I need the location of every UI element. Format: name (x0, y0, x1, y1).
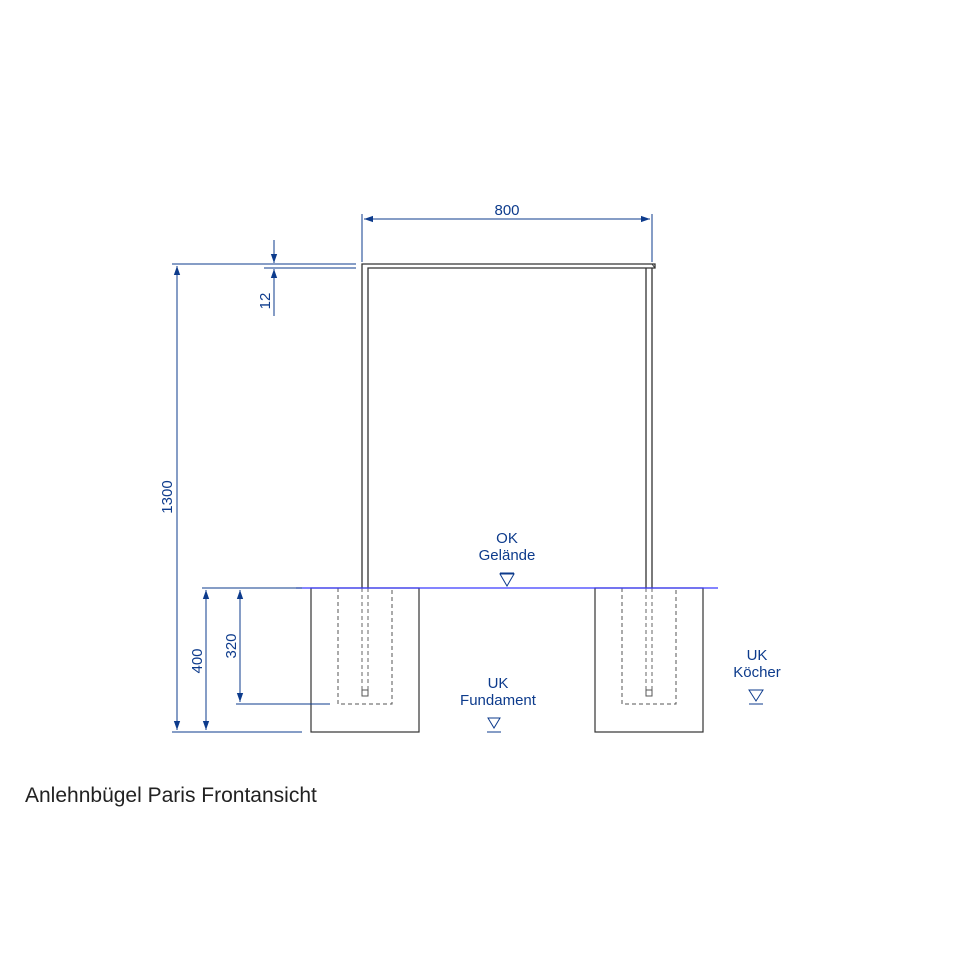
drawing-caption: Anlehnbügel Paris Frontansicht (25, 784, 317, 807)
dimension-width-label: 800 (494, 202, 519, 219)
level-quiver-line1: UK (747, 647, 768, 664)
foundation-left (310, 587, 420, 733)
level-marker-foundation: UK Fundament (460, 675, 537, 733)
dimension-quiver-depth-label: 320 (223, 633, 240, 658)
dimension-total-height: 1300 (159, 263, 352, 733)
level-foundation-line1: UK (488, 675, 509, 692)
level-ground-line1: OK (496, 530, 518, 547)
level-triangle-icon (487, 717, 501, 729)
dimension-total-height-label: 1300 (159, 480, 176, 513)
bike-stand-frame (361, 263, 656, 588)
dimension-foundation-depth: 400 (189, 587, 302, 730)
dimension-tube: 12 (257, 240, 356, 316)
dimension-width: 800 (361, 202, 653, 262)
level-triangle-icon (748, 689, 764, 702)
foundation-right (594, 587, 704, 733)
dimension-foundation-depth-label: 400 (189, 648, 206, 673)
level-marker-quiver: UK Köcher (733, 647, 781, 705)
dimension-tube-label: 12 (257, 293, 274, 310)
level-triangle-icon (499, 573, 515, 587)
level-marker-ground: OK Gelände (479, 530, 536, 587)
level-foundation-line2: Fundament (460, 692, 537, 709)
level-quiver-line2: Köcher (733, 664, 781, 681)
dimension-quiver-depth: 320 (223, 590, 330, 705)
level-ground-line2: Gelände (479, 547, 536, 564)
